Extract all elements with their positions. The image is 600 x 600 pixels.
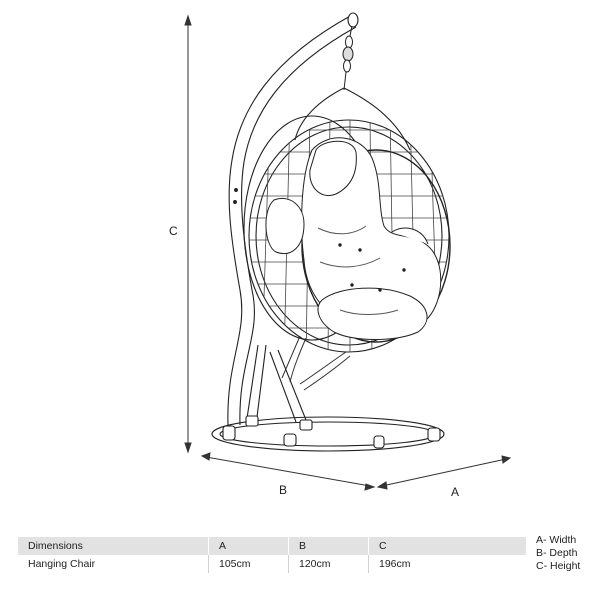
- dimension-line-depth: [200, 452, 376, 491]
- table-cell-height: 196cm: [368, 555, 526, 573]
- table-header-c: C: [368, 537, 526, 555]
- legend-item-width: A- Width: [536, 534, 577, 546]
- dimensions-table: Dimensions A B C Hanging Chair 105cm 120…: [18, 537, 526, 573]
- table-cell-width: 105cm: [208, 555, 288, 573]
- stand-frame: [211, 12, 445, 452]
- dimension-line-height: [184, 14, 192, 454]
- seat-cushion: [265, 137, 442, 391]
- dimension-label-c: C: [169, 224, 178, 238]
- table-header-b: B: [288, 537, 368, 555]
- table-cell-depth: 120cm: [288, 555, 368, 573]
- table-cell-product: Hanging Chair: [28, 558, 96, 570]
- dimension-label-b: B: [279, 483, 287, 497]
- dimension-line-width: [376, 455, 512, 490]
- table-row: Hanging Chair 105cm 120cm 196cm: [18, 555, 526, 573]
- hanging-chair-diagram: C B A: [169, 12, 512, 499]
- dimension-label-a: A: [451, 485, 459, 499]
- table-header-dimensions: Dimensions: [28, 540, 83, 552]
- legend-item-height: C- Height: [536, 560, 581, 572]
- table-header-a: A: [208, 537, 288, 555]
- legend-item-depth: B- Depth: [536, 547, 578, 559]
- hanging-chain: [342, 25, 354, 91]
- table-header-row: Dimensions A B C: [18, 537, 526, 555]
- dimension-legend: A- Width B- Depth C- Height: [536, 534, 580, 573]
